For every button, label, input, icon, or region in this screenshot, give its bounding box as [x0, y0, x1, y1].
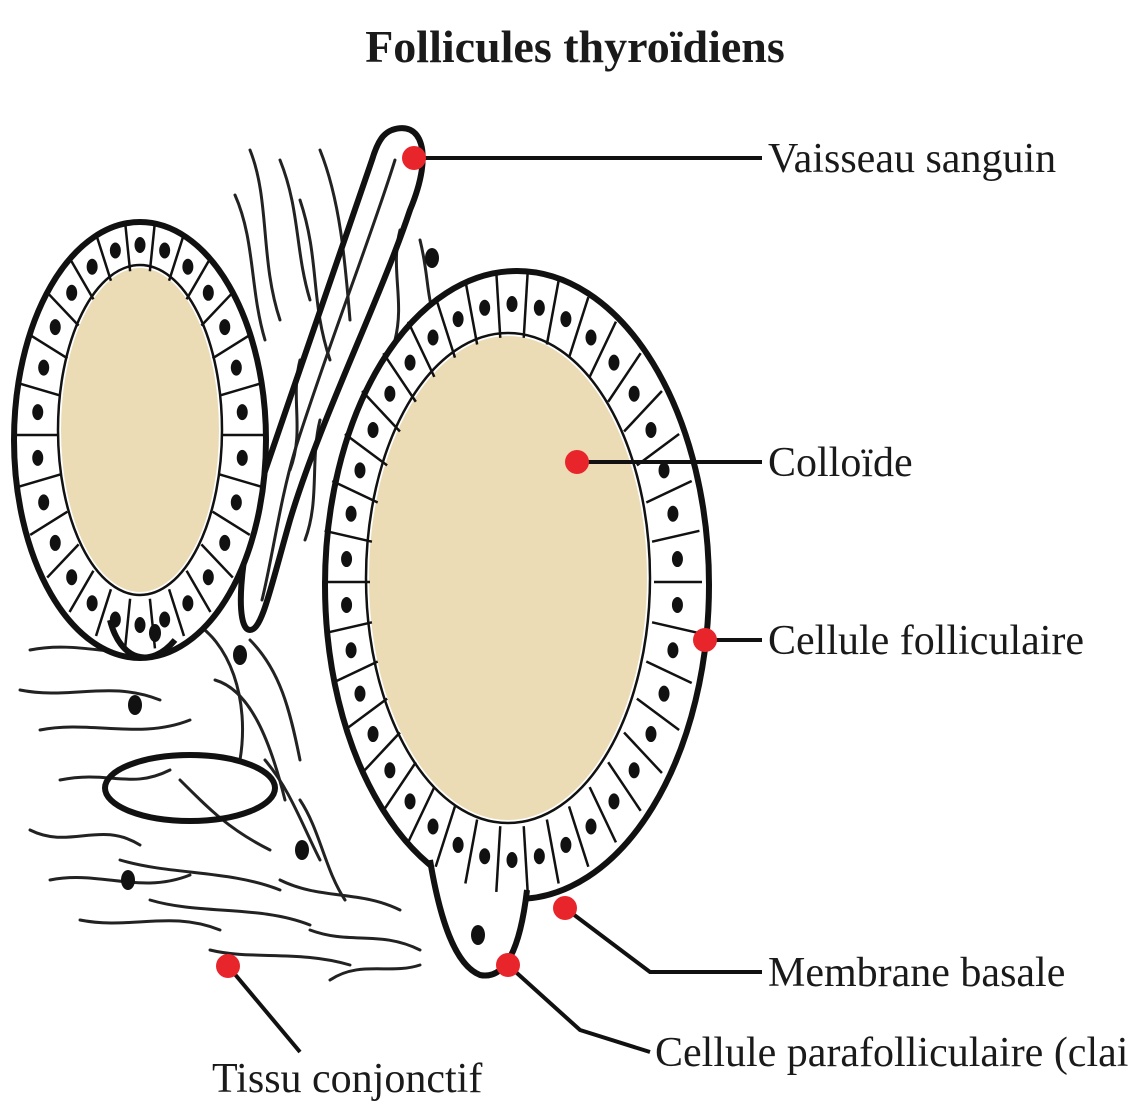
cell-nucleus	[66, 285, 77, 301]
cell-nucleus	[368, 726, 379, 742]
cell-nucleus	[219, 535, 230, 551]
marker-cellule-folliculaire	[693, 628, 717, 652]
label-membrane-basale: Membrane basale	[768, 950, 1065, 996]
cell-nucleus	[50, 319, 61, 335]
cell-nucleus	[231, 494, 242, 510]
cell-nucleus	[159, 243, 170, 259]
cell-nucleus	[341, 551, 352, 567]
small-follicle-colloid	[61, 268, 219, 592]
cell-nucleus	[237, 404, 248, 420]
marker-vaisseau	[402, 146, 426, 170]
diagram-title: Follicules thyroïdiens	[365, 21, 785, 72]
cell-nucleus	[384, 762, 395, 778]
cell-nucleus	[507, 852, 518, 868]
cell-nucleus	[659, 686, 670, 702]
small-follicle	[14, 222, 266, 658]
cell-nucleus	[87, 259, 98, 275]
cell-nucleus	[608, 355, 619, 371]
cell-nucleus	[659, 462, 670, 478]
cell-nucleus	[672, 551, 683, 567]
cell-nucleus	[629, 762, 640, 778]
cell-nucleus	[667, 642, 678, 658]
cell-nucleus	[135, 237, 146, 253]
cell-nucleus	[534, 300, 545, 316]
cell-nucleus	[38, 360, 49, 376]
cell-nucleus	[32, 450, 43, 466]
cell-nucleus	[110, 243, 121, 259]
cell-nucleus	[629, 386, 640, 402]
marker-cellule-parafolliculaire	[496, 953, 520, 977]
cell-nucleus	[203, 285, 214, 301]
cell-nucleus	[38, 494, 49, 510]
cell-nucleus	[608, 793, 619, 809]
label-cellule-folliculaire: Cellule folliculaire	[768, 618, 1084, 664]
cell-nucleus	[66, 569, 77, 585]
cell-nucleus	[667, 506, 678, 522]
cell-nucleus	[586, 330, 597, 346]
cell-nucleus	[405, 793, 416, 809]
cell-nucleus	[159, 611, 170, 627]
cell-nucleus	[427, 818, 438, 834]
label-colloide: Colloïde	[768, 440, 913, 486]
cell-nucleus	[586, 818, 597, 834]
label-vaisseau-sanguin: Vaisseau sanguin	[768, 136, 1056, 182]
cell-nucleus	[645, 726, 656, 742]
cell-nucleus	[534, 848, 545, 864]
cell-nucleus	[507, 296, 518, 312]
cell-nucleus	[87, 595, 98, 611]
cell-nucleus	[203, 569, 214, 585]
cell-nucleus	[427, 330, 438, 346]
cell-nucleus	[182, 595, 193, 611]
cell-nucleus	[479, 300, 490, 316]
cell-nucleus	[479, 848, 490, 864]
cell-nucleus	[32, 404, 43, 420]
cell-nucleus	[341, 597, 352, 613]
cell-nucleus	[405, 355, 416, 371]
marker-colloide	[565, 450, 589, 474]
large-follicle	[322, 271, 709, 976]
cell-nucleus	[453, 837, 464, 853]
cell-nucleus	[346, 642, 357, 658]
label-tissu-conjonctif: Tissu conjonctif	[212, 1056, 482, 1102]
cell-nucleus	[560, 837, 571, 853]
cell-nucleus	[672, 597, 683, 613]
cell-nucleus	[368, 422, 379, 438]
cell-nucleus	[354, 686, 365, 702]
cell-nucleus	[560, 311, 571, 327]
cell-nucleus	[135, 617, 146, 633]
cell-nucleus	[219, 319, 230, 335]
marker-membrane-basale	[553, 896, 577, 920]
cell-nucleus	[50, 535, 61, 551]
cell-nucleus	[182, 259, 193, 275]
marker-tissu-conjonctif	[216, 954, 240, 978]
cell-nucleus	[237, 450, 248, 466]
label-cellule-parafolliculaire: Cellule parafolliculaire (claire)	[655, 1030, 1128, 1076]
cell-nucleus	[645, 422, 656, 438]
cell-nucleus	[453, 311, 464, 327]
cell-nucleus	[354, 462, 365, 478]
colloid-body	[369, 336, 647, 820]
cell-nucleus	[346, 506, 357, 522]
cell-nucleus	[231, 360, 242, 376]
cell-nucleus	[384, 386, 395, 402]
